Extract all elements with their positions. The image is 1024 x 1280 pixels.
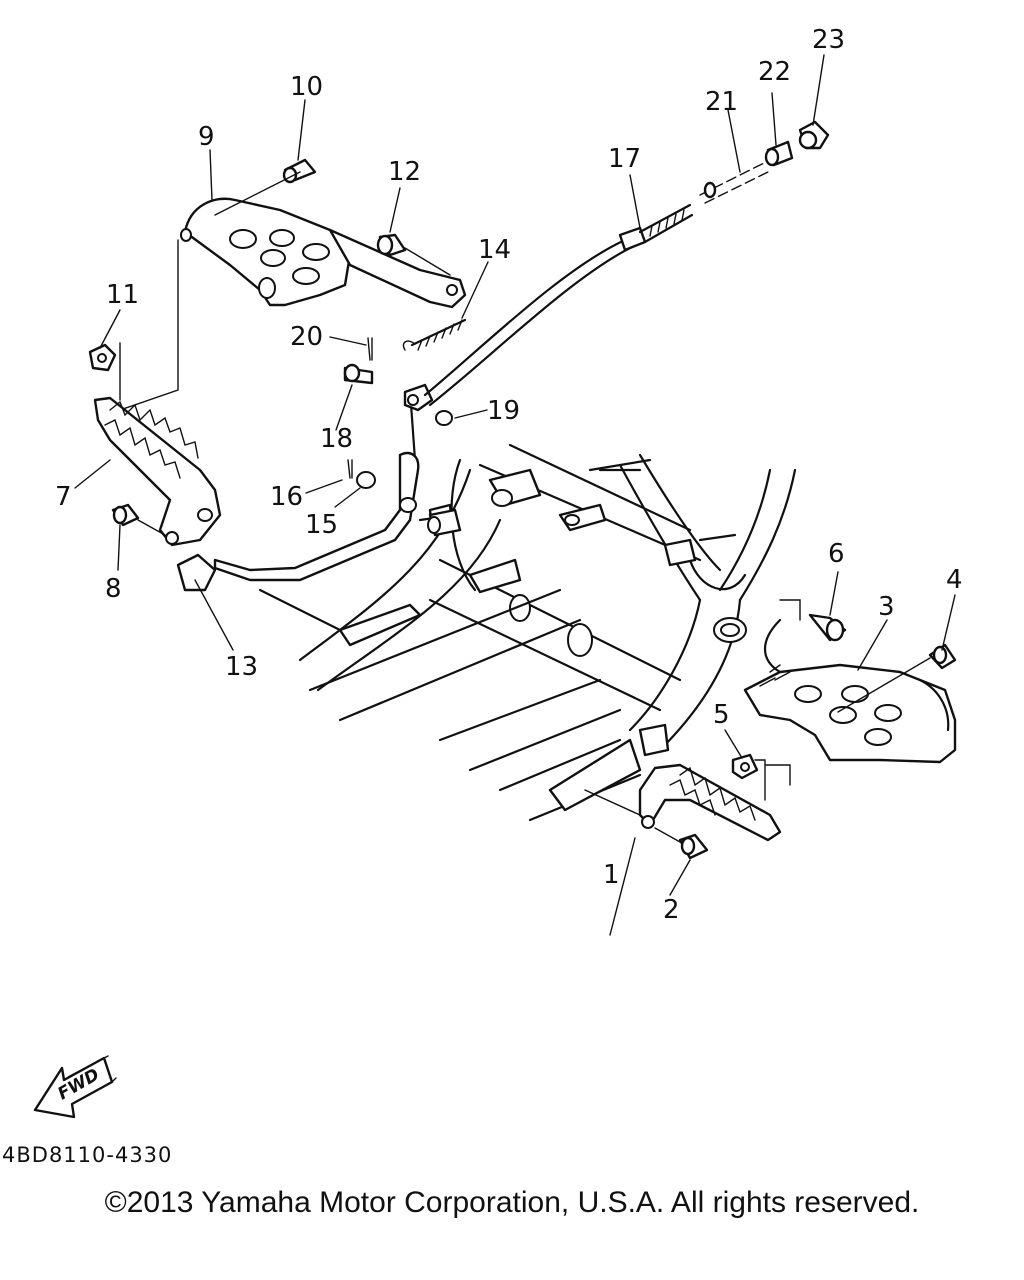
- callout-8: 8: [105, 574, 122, 604]
- fwd-arrow-icon: FWD: [33, 1055, 117, 1119]
- right-footrest-assembly: [584, 599, 957, 860]
- callout-1: 1: [603, 860, 620, 890]
- callout-18: 18: [320, 424, 353, 454]
- callout-21: 21: [705, 87, 738, 117]
- callout-16: 16: [270, 482, 303, 512]
- callout-6: 6: [828, 539, 845, 569]
- callout-17: 17: [608, 144, 641, 174]
- callout-23: 23: [812, 25, 845, 55]
- callout-14: 14: [478, 235, 511, 265]
- callout-20: 20: [290, 322, 323, 352]
- callout-13: 13: [225, 652, 258, 682]
- left-footrest-assembly: [88, 158, 467, 547]
- callout-15: 15: [305, 510, 338, 540]
- callout-12: 12: [388, 157, 421, 187]
- callout-22: 22: [758, 57, 791, 87]
- callout-3: 3: [878, 592, 895, 622]
- callout-5: 5: [713, 700, 730, 730]
- callout-11: 11: [106, 280, 139, 310]
- callout-19: 19: [487, 396, 520, 426]
- callout-2: 2: [663, 895, 680, 925]
- frame-assembly: [298, 443, 797, 822]
- leader-lines: [74, 54, 956, 936]
- brake-pedal-assembly: [176, 120, 830, 632]
- drawing-code: 4BD8110-4330: [2, 1143, 173, 1167]
- callout-9: 9: [198, 122, 215, 152]
- callout-10: 10: [290, 72, 323, 102]
- callout-7: 7: [55, 482, 72, 512]
- callout-4: 4: [946, 565, 963, 595]
- callout-labels: 1 2 3 4 5 6 7 8 9 10 11 12 13 14 15 16 1…: [55, 25, 963, 925]
- copyright-notice: ©2013 Yamaha Motor Corporation, U.S.A. A…: [104, 1186, 920, 1219]
